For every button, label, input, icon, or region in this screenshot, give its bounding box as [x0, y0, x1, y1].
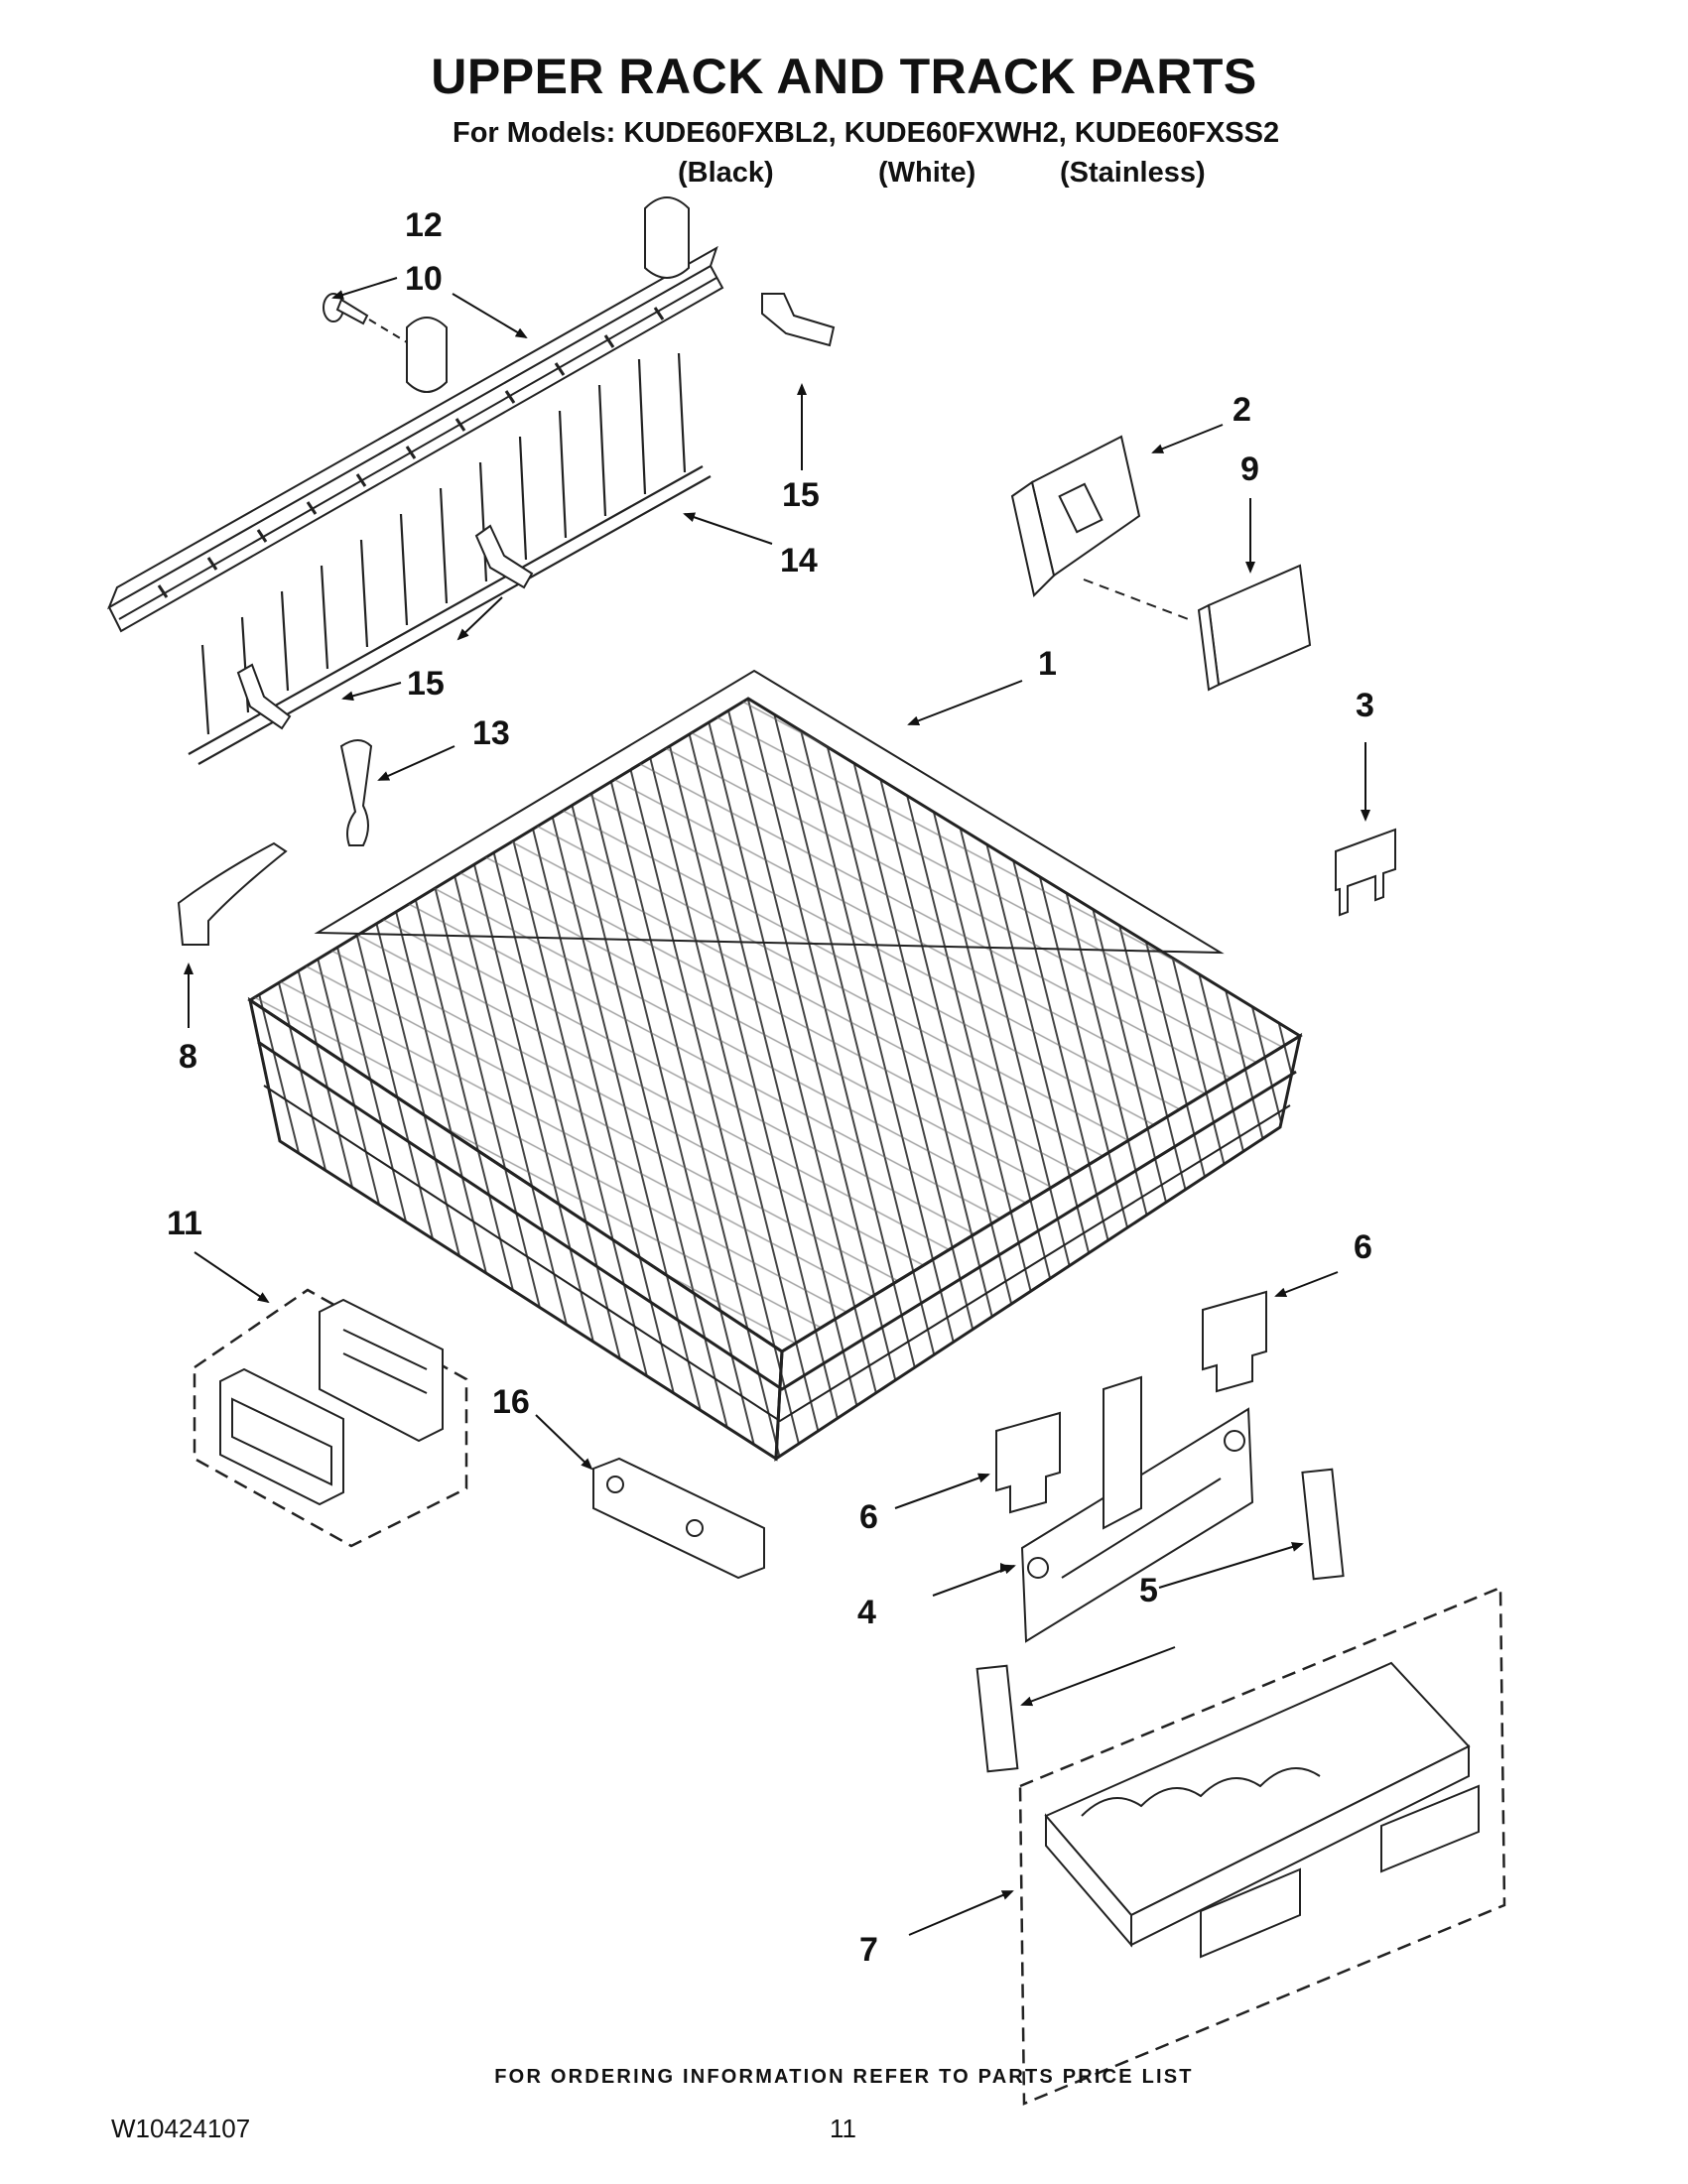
- slide-5-right: [1301, 1468, 1345, 1581]
- callout-3: 3: [1356, 687, 1374, 724]
- page-number: 11: [830, 2114, 856, 2143]
- ordering-note: FOR ORDERING INFORMATION REFER TO PARTS …: [494, 2066, 1194, 2088]
- callout-16: 16: [492, 1383, 530, 1421]
- lever-13: [339, 739, 373, 846]
- track-rail: [107, 196, 724, 633]
- models-line: For Models: KUDE60FXBL2, KUDE60FXWH2, KU…: [453, 117, 1280, 149]
- slide-5-left: [975, 1664, 1019, 1773]
- page-title: UPPER RACK AND TRACK PARTS: [431, 49, 1257, 104]
- document-number: W10424107: [111, 2114, 251, 2143]
- callout-5: 5: [1139, 1572, 1158, 1609]
- adjuster-4: [1020, 1375, 1254, 1643]
- callout-15b: 15: [407, 665, 445, 703]
- callout-7: 7: [859, 1931, 878, 1969]
- callout-13: 13: [472, 714, 510, 752]
- callout-10: 10: [405, 260, 443, 298]
- rack-clip-lower: [236, 524, 534, 730]
- leader-arrows: [184, 277, 1370, 1936]
- divider-frame-11: [193, 1288, 468, 1548]
- variant-stainless: (Stainless): [1060, 157, 1206, 189]
- tray-7: [1018, 1586, 1506, 2106]
- variant-white: (White): [878, 157, 976, 189]
- rack-clip-upper: [761, 293, 836, 347]
- hook-8: [177, 841, 288, 946]
- clip-16: [592, 1457, 765, 1580]
- callout-1: 1: [1038, 645, 1057, 683]
- plate-9: [1197, 564, 1312, 692]
- callout-labels: 1 2 9 3 12 10 15 14 15 13 8 11 16 6 6 4 …: [167, 206, 1374, 1969]
- callout-11: 11: [167, 1205, 202, 1242]
- variant-black: (Black): [678, 157, 774, 189]
- clip-3: [1335, 828, 1396, 917]
- callout-12: 12: [405, 206, 443, 244]
- callout-6a: 6: [1354, 1228, 1372, 1266]
- clip-6-left: [995, 1411, 1061, 1514]
- callout-6b: 6: [859, 1498, 878, 1536]
- bracket-2: [1010, 435, 1141, 597]
- clip-6-right: [1202, 1290, 1267, 1393]
- callout-8: 8: [179, 1038, 197, 1076]
- callout-2: 2: [1233, 391, 1251, 429]
- upper-rack: [247, 669, 1303, 1462]
- callout-4: 4: [857, 1594, 876, 1631]
- screw: [323, 293, 369, 325]
- callout-14: 14: [780, 542, 818, 579]
- callout-9: 9: [1240, 450, 1259, 488]
- callout-15a: 15: [782, 476, 820, 514]
